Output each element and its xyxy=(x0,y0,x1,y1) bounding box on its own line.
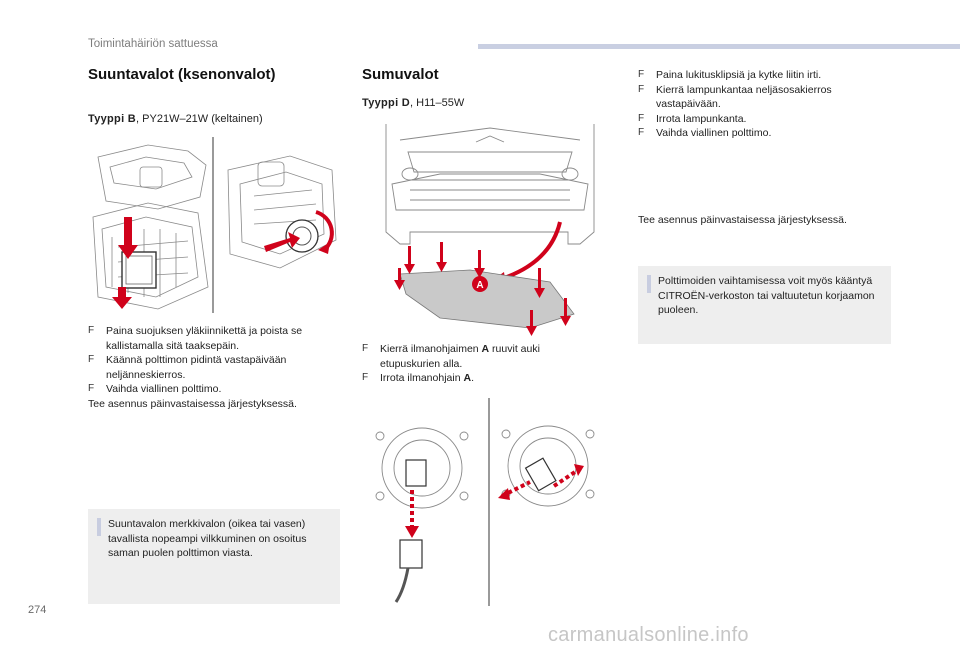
info-note: Polttimoiden vaihtamisessa voit myös kää… xyxy=(638,266,891,344)
bullet-icon: F xyxy=(638,83,645,95)
header-bar xyxy=(478,44,960,49)
bullet-icon: F xyxy=(638,127,645,138)
bullet-icon: F xyxy=(88,325,95,336)
svg-text:A: A xyxy=(476,280,483,291)
bullet-icon: F xyxy=(88,354,95,365)
running-header: Toimintahäiriön sattuessa xyxy=(88,38,218,50)
bullet-icon: F xyxy=(638,112,645,124)
closing-text: Tee asennus päinvastaisessa järjestykses… xyxy=(638,214,847,226)
van-front-illustration: A xyxy=(380,114,600,340)
section-title-fog: Sumuvalot xyxy=(362,66,439,83)
info-marker xyxy=(647,275,651,293)
illustration-divider xyxy=(212,137,214,313)
closing-text: Tee asennus päinvastaisessa järjestykses… xyxy=(88,398,297,410)
bullet-icon: F xyxy=(88,383,95,394)
illustration-divider xyxy=(488,398,490,606)
bulb-type-b: Tyyppi B, PY21W–21W (keltainen) xyxy=(88,113,263,125)
bullet-icon: F xyxy=(362,343,369,354)
headlight-assembly-illustration xyxy=(88,137,212,317)
callout-a-marker xyxy=(472,276,488,292)
bulb-holder-illustration xyxy=(220,150,342,280)
info-note: Suuntavalon merkkivalon (oikea tai vasen… xyxy=(88,509,340,604)
fog-lamp-illustration xyxy=(368,420,476,606)
bulb-type-d: Tyyppi D, H11–55W xyxy=(362,97,465,109)
section-title-indicators: Suuntavalot (ksenonvalot) xyxy=(88,66,276,83)
page-number: 274 xyxy=(28,604,47,616)
watermark: carmanualsonline.info xyxy=(548,624,749,646)
bullet-icon: F xyxy=(638,69,645,80)
info-marker xyxy=(97,518,101,536)
bullet-icon: F xyxy=(362,372,369,383)
fog-lamp-illustration xyxy=(494,416,602,526)
